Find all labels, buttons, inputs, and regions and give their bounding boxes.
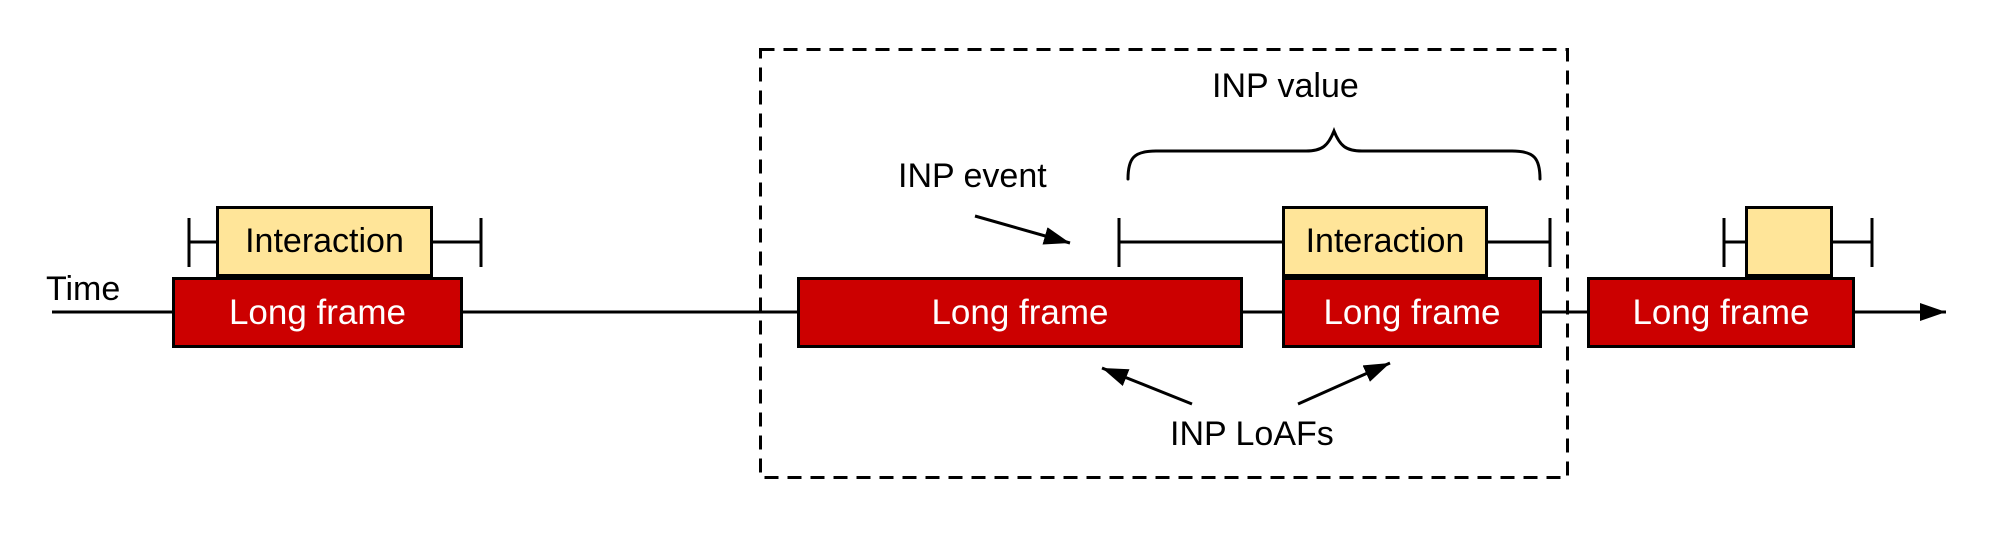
long-frame-4: Long frame — [1587, 277, 1855, 348]
inp-loafs-label: INP LoAFs — [1170, 415, 1334, 453]
inp-window-outline — [759, 48, 1569, 479]
inp-event-label: INP event — [898, 157, 1047, 195]
inp-loafs-arrow-left — [1101, 366, 1193, 406]
inp-event-arrow — [974, 214, 1071, 245]
long-frame-1: Long frame — [172, 277, 463, 348]
inp-loafs-arrow-right — [1297, 361, 1391, 406]
time-label: Time — [46, 270, 121, 308]
long-frame-2: Long frame — [797, 277, 1243, 348]
interaction-2: Interaction — [1282, 206, 1488, 277]
interaction-1: Interaction — [216, 206, 433, 277]
inp-value-brace — [1126, 126, 1542, 181]
long-frame-3: Long frame — [1282, 277, 1542, 348]
interaction-3 — [1745, 206, 1833, 277]
inp-value-label: INP value — [1212, 67, 1359, 105]
